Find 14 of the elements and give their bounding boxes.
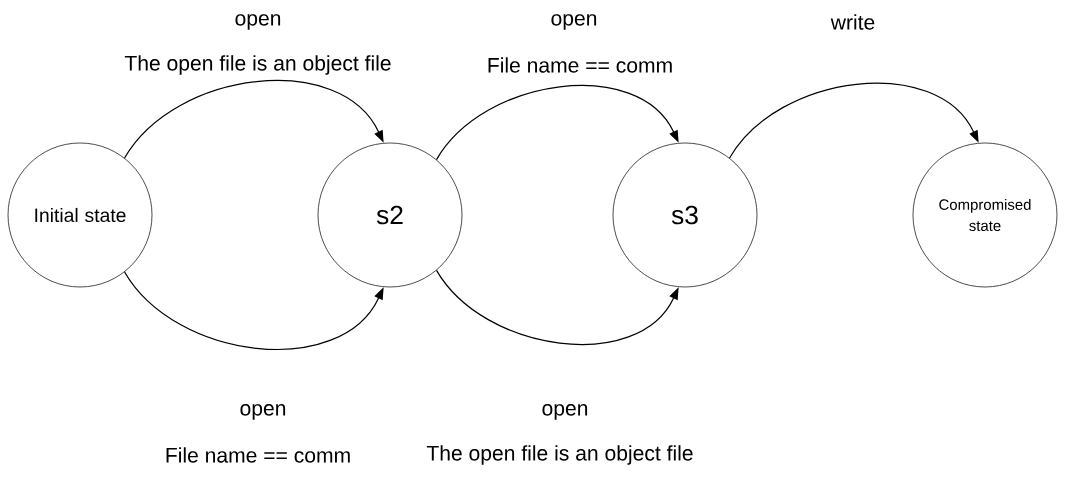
condition-label: The open file is an object file (124, 55, 391, 75)
edge-label: open (551, 14, 597, 30)
edge-label: open (235, 14, 281, 30)
arrow (435, 269, 679, 346)
condition-label: File name == comm (166, 447, 350, 463)
arrow (728, 82, 979, 159)
edge-label: open (542, 404, 588, 420)
arrow (123, 271, 384, 350)
edge-label: write (830, 14, 875, 30)
edge-label: open (240, 404, 286, 420)
arrow (435, 84, 679, 161)
condition-label: The open file is an object file (426, 445, 693, 465)
condition-label: File name == comm (488, 57, 672, 73)
arrow (123, 80, 384, 159)
